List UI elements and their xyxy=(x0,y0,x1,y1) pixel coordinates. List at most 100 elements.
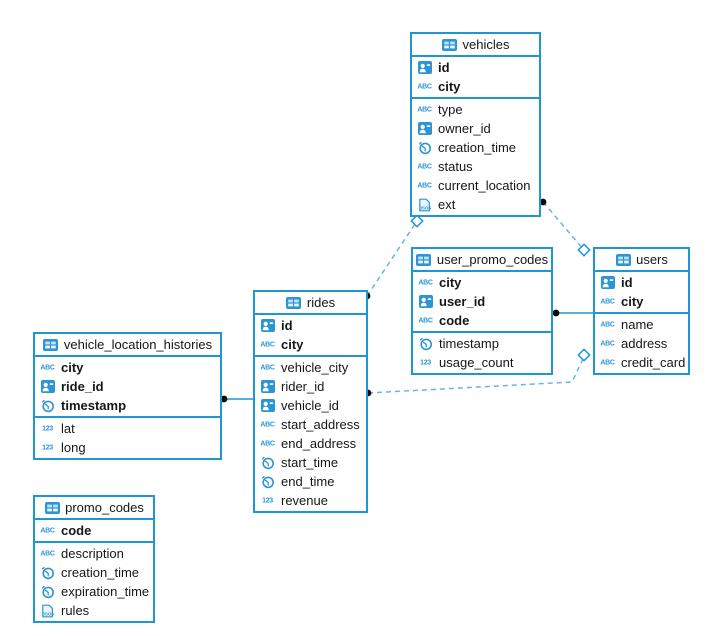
relationship-line[interactable] xyxy=(366,220,418,297)
column-name: usage_count xyxy=(439,355,514,370)
relationship-endpoint-dot xyxy=(539,198,547,206)
abc-text-type-icon: ABC xyxy=(417,106,432,114)
column-name: end_address xyxy=(281,436,357,451)
relationship-endpoint-dot xyxy=(552,309,560,317)
clock-icon xyxy=(38,566,57,580)
abc-text-type-icon: ABC xyxy=(260,421,275,429)
column-name: city xyxy=(439,275,462,290)
column-name: vehicle_city xyxy=(281,360,349,375)
column-row-city[interactable]: ABC city xyxy=(413,273,551,292)
table-icon xyxy=(615,253,631,266)
column-row-ride_id[interactable]: ride_id xyxy=(35,377,220,396)
column-name: creation_time xyxy=(61,565,140,580)
abc-text-type-icon: ABC xyxy=(600,340,615,348)
id-badge-icon xyxy=(258,380,277,393)
column-name: id xyxy=(438,60,450,75)
abc-text-type-icon: ABC xyxy=(418,279,433,287)
column-name: description xyxy=(61,546,124,561)
column-row-timestamp[interactable]: timestamp xyxy=(35,396,220,415)
abc-text-type-icon: ABC xyxy=(418,317,433,325)
relationship-line[interactable] xyxy=(542,201,585,251)
column-row-creation_time[interactable]: creation_time xyxy=(412,138,539,157)
table-header[interactable]: rides xyxy=(255,292,366,315)
column-row-vehicle_id[interactable]: vehicle_id xyxy=(255,396,366,415)
id-badge-icon xyxy=(415,122,434,135)
table-header[interactable]: vehicles xyxy=(412,34,539,57)
column-row-end_time[interactable]: end_time xyxy=(255,472,366,491)
column-name: city xyxy=(438,79,461,94)
json-file-icon: JSON xyxy=(415,198,434,212)
table-header[interactable]: users xyxy=(595,249,688,272)
column-row-expiration_time[interactable]: expiration_time xyxy=(35,582,153,601)
column-name: status xyxy=(438,159,473,174)
id-badge-icon xyxy=(598,276,617,289)
table-title: user_promo_codes xyxy=(436,252,549,267)
column-name: city xyxy=(281,337,304,352)
column-row-description[interactable]: ABC description xyxy=(35,544,153,563)
table-header[interactable]: promo_codes xyxy=(35,497,153,520)
abc-text-type-icon: ABC xyxy=(600,359,615,367)
column-row-vehicle_city[interactable]: ABC vehicle_city xyxy=(255,358,366,377)
column-row-start_time[interactable]: start_time xyxy=(255,453,366,472)
column-row-id[interactable]: id xyxy=(412,58,539,77)
table-icon xyxy=(442,38,458,51)
column-name: city xyxy=(621,294,644,309)
number-123-icon: 123 xyxy=(420,359,431,367)
column-row-rider_id[interactable]: rider_id xyxy=(255,377,366,396)
table-header[interactable]: vehicle_location_histories xyxy=(35,334,220,357)
abc-text-type-icon: ABC xyxy=(40,550,55,558)
column-row-user_id[interactable]: user_id xyxy=(413,292,551,311)
number-123-icon: 123 xyxy=(42,444,53,452)
id-badge-icon xyxy=(258,399,277,412)
column-row-timestamp[interactable]: timestamp xyxy=(413,334,551,353)
table-icon xyxy=(44,501,60,514)
column-row-creation_time[interactable]: creation_time xyxy=(35,563,153,582)
table-header[interactable]: user_promo_codes xyxy=(413,249,551,272)
clock-icon xyxy=(415,141,434,155)
number-123-icon: 123 xyxy=(42,425,53,433)
column-row-id[interactable]: id xyxy=(595,273,688,292)
svg-text:JSON: JSON xyxy=(419,205,431,210)
column-name: address xyxy=(621,336,668,351)
column-row-usage_count[interactable]: 123 usage_count xyxy=(413,353,551,372)
table-title: vehicles xyxy=(462,37,510,52)
relationship-endpoint-diamond xyxy=(577,348,591,362)
abc-text-type-icon: ABC xyxy=(260,364,275,372)
column-row-address[interactable]: ABC address xyxy=(595,334,688,353)
relationship-endpoint-dot xyxy=(220,395,228,403)
clock-icon xyxy=(258,456,277,470)
column-row-owner_id[interactable]: owner_id xyxy=(412,119,539,138)
column-name: expiration_time xyxy=(61,584,150,599)
column-row-id[interactable]: id xyxy=(255,316,366,335)
abc-text-type-icon: ABC xyxy=(40,527,55,535)
column-name: timestamp xyxy=(439,336,499,351)
